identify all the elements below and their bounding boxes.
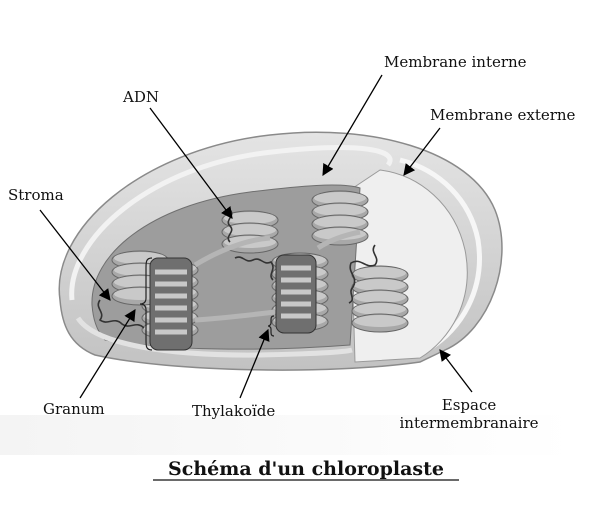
arrow-adn bbox=[149, 107, 233, 219]
label-membrane-interne: Membrane interne bbox=[384, 53, 527, 71]
floor-shadow bbox=[0, 415, 575, 455]
label-adn: ADN bbox=[122, 88, 159, 106]
label-granum: Granum bbox=[43, 400, 105, 418]
label-thylakoide: Thylakoïde bbox=[192, 402, 275, 420]
dna-strands bbox=[97, 209, 378, 329]
label-espace-line2: intermembranaire bbox=[399, 414, 538, 432]
labels: Membrane interne ADN Membrane externe St… bbox=[8, 53, 576, 432]
label-espace-line1: Espace bbox=[442, 396, 497, 414]
chloroplast-body bbox=[58, 131, 503, 371]
arrow-granum bbox=[79, 309, 136, 399]
arrow-membrane-interne bbox=[322, 74, 383, 177]
granum-stacks bbox=[111, 190, 409, 351]
cut-granum bbox=[149, 254, 317, 351]
arrow-membrane-externe bbox=[403, 127, 441, 176]
leader-arrows bbox=[39, 74, 473, 399]
label-stroma: Stroma bbox=[8, 186, 64, 204]
diagram-title: Schéma d'un chloroplaste bbox=[168, 458, 444, 480]
arrow-thylakoide bbox=[239, 328, 270, 399]
arrow-espace bbox=[439, 349, 473, 393]
label-membrane-externe: Membrane externe bbox=[430, 106, 576, 124]
arrow-stroma bbox=[39, 209, 111, 301]
brace-markers bbox=[139, 257, 275, 351]
